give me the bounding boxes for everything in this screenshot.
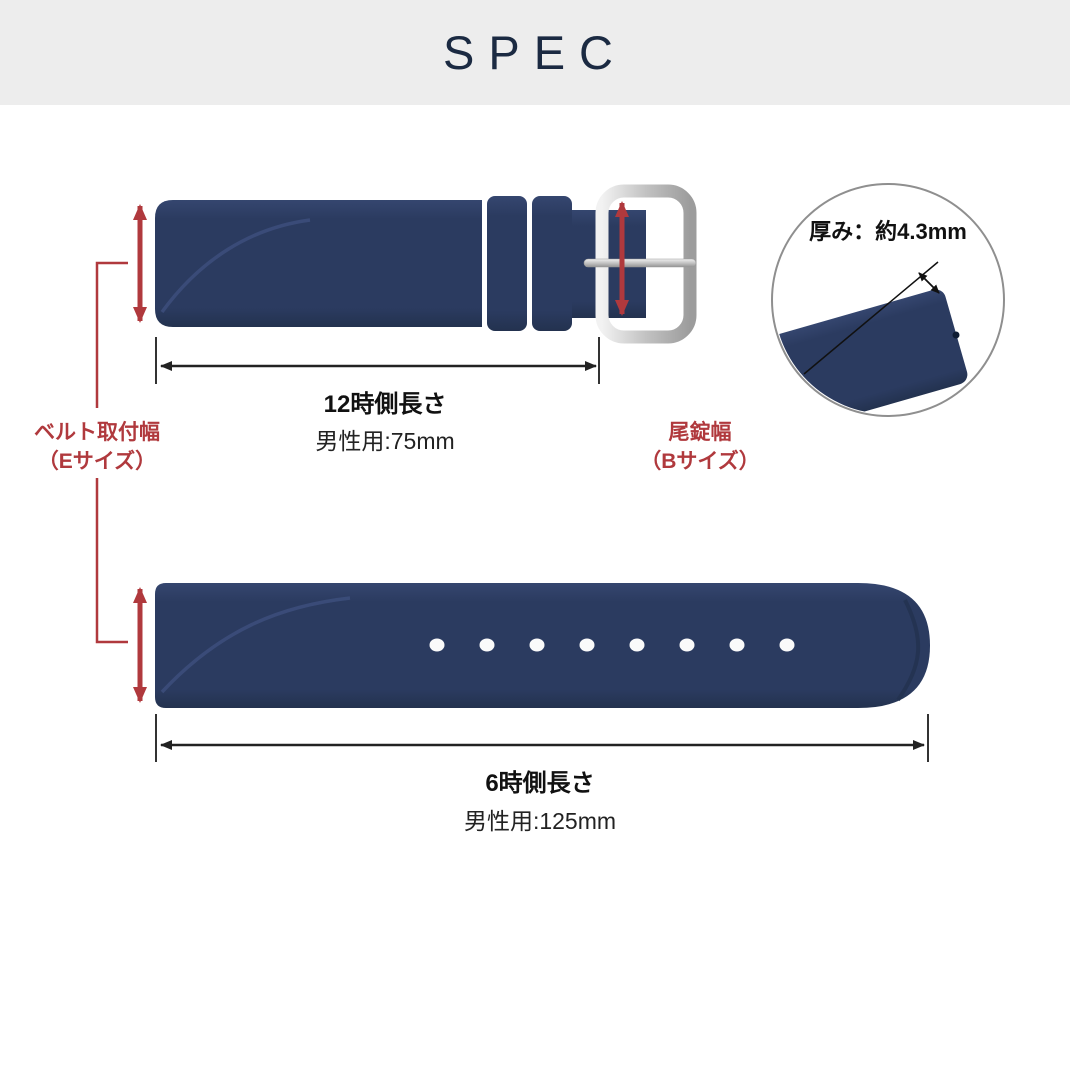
attach-width-line2: （Eサイズ） — [37, 450, 157, 473]
thickness-label: 厚み：約4.3mm — [809, 219, 967, 244]
attach-width-label: ベルト取付幅 （Eサイズ） — [30, 416, 164, 478]
buckle-width-line2: （Bサイズ） — [640, 450, 760, 473]
top-length-value: 男性用:75mm — [315, 428, 455, 454]
buckle-width-line1: 尾錠幅 — [668, 421, 732, 444]
inset-strap-end — [774, 289, 968, 414]
thickness-arrow — [918, 272, 940, 294]
inset-surface-line — [803, 261, 939, 375]
bottom-length-dimension — [155, 714, 929, 762]
bottom-length-label: 6時側長さ — [485, 770, 595, 797]
top-strap — [155, 184, 697, 344]
strap-keeper-1 — [487, 196, 527, 331]
strap-holes — [429, 638, 795, 652]
thickness-inset — [771, 183, 1005, 417]
attach-width-line1: ベルト取付幅 — [34, 421, 160, 444]
bottom-strap-tip-shade — [896, 599, 921, 702]
bottom-length-value: 男性用:125mm — [463, 808, 617, 834]
header-band: SPEC — [0, 0, 1070, 105]
strap-keeper-2 — [532, 196, 572, 331]
page-title: SPEC — [443, 26, 627, 79]
springbar-hole-dot — [952, 331, 960, 339]
bottom-strap — [155, 583, 930, 708]
top-length-dimension — [155, 337, 600, 384]
attach-width-connector-line — [95, 261, 128, 644]
top-length-label: 12時側長さ — [323, 391, 447, 418]
buckle-width-label: 尾錠幅 （Bサイズ） — [636, 416, 764, 478]
bottom-strap-sheen — [160, 596, 351, 694]
buckle-prong — [583, 258, 697, 268]
top-strap-sheen — [160, 218, 311, 314]
top-strap-body — [155, 200, 482, 327]
